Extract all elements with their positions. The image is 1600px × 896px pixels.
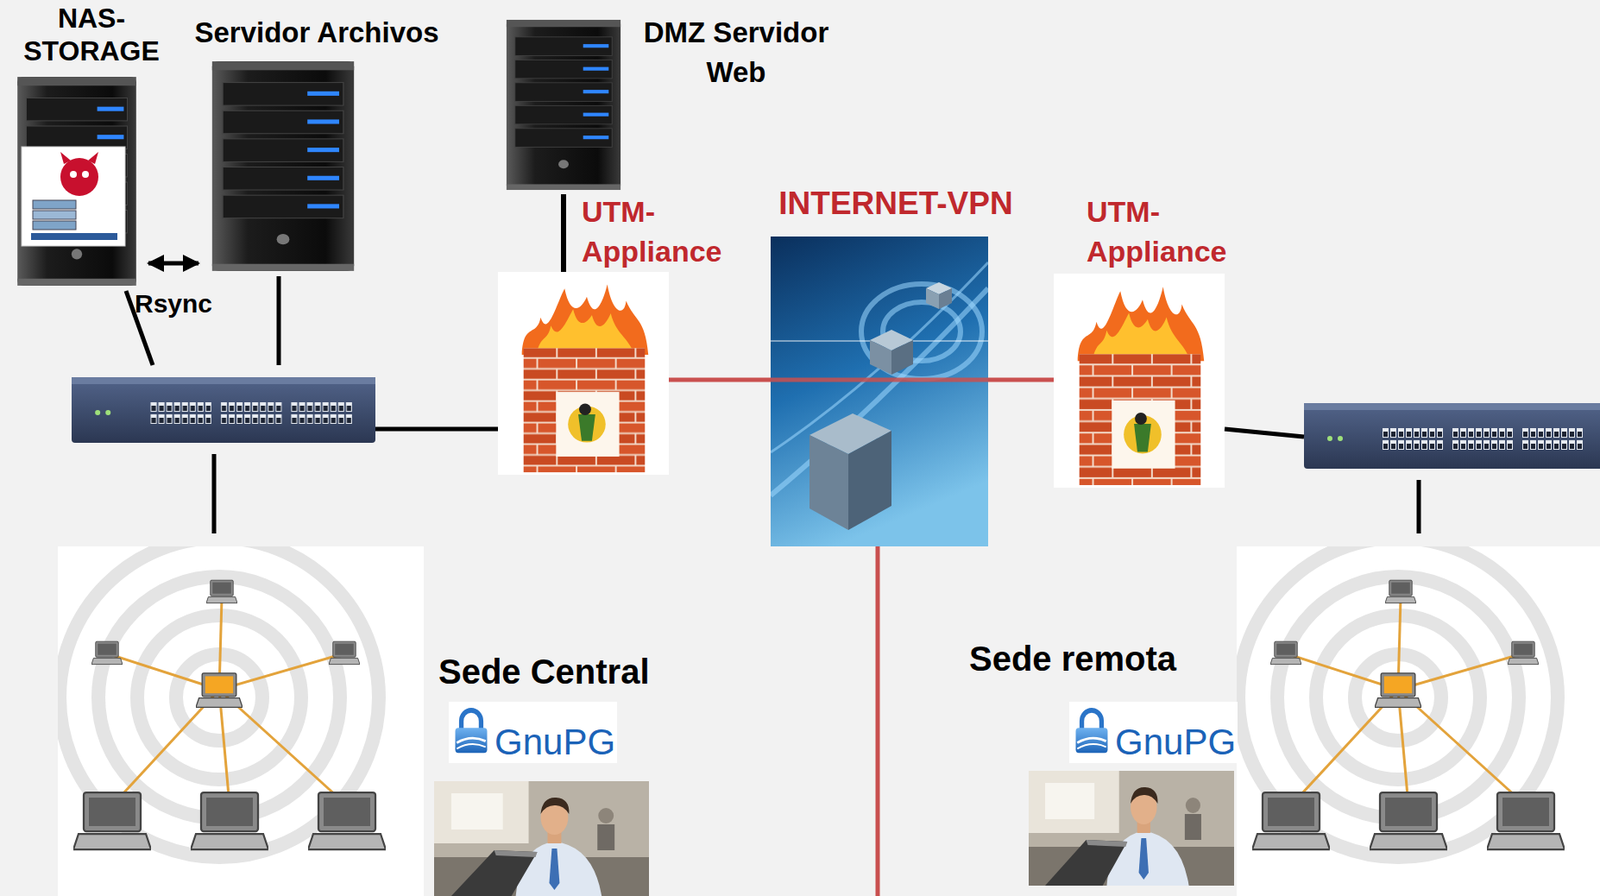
vpn-line — [770, 377, 989, 383]
site-label: Sede Central — [438, 651, 650, 692]
person-photo — [434, 781, 649, 896]
node-label: UTM- Appliance — [1086, 191, 1251, 271]
site-label: Sede remota — [969, 638, 1177, 679]
file-server: Servidor Archivos — [203, 56, 363, 277]
switch-icon — [71, 377, 376, 443]
switch-icon — [1303, 403, 1600, 469]
internet-image — [770, 236, 989, 547]
node-label: NAS- STORAGE — [18, 1, 165, 68]
firewall-icon — [1053, 273, 1225, 488]
logo-ground — [1069, 701, 1238, 763]
connector — [668, 377, 771, 383]
lock-icon — [1076, 710, 1109, 753]
connector — [148, 261, 199, 266]
utm-firewall: UTM- Appliance — [1053, 273, 1225, 488]
firewall-icon — [497, 271, 669, 475]
logo-text: GnuPG — [494, 721, 616, 763]
internet-cloud: INTERNET-VPN — [770, 236, 989, 547]
connector — [560, 194, 567, 272]
freenas-logo — [21, 146, 126, 246]
network-wires — [125, 276, 1419, 534]
edge-label: Rsync — [134, 289, 213, 319]
logo-ground — [448, 701, 618, 763]
lock-icon — [455, 710, 488, 753]
connector — [988, 377, 1054, 383]
node-label: DMZ Servidor Web — [632, 12, 840, 93]
node-label: Servidor Archivos — [194, 15, 439, 51]
server-icon — [17, 76, 137, 286]
logo-text: GnuPG — [1114, 721, 1236, 763]
server-icon — [212, 61, 354, 271]
node-label: INTERNET-VPN — [778, 184, 1013, 223]
node-label: UTM- Appliance — [581, 191, 746, 271]
lan-illustration — [1236, 537, 1600, 896]
server-icon — [506, 19, 621, 190]
utm-firewall: UTM- Appliance — [497, 271, 669, 475]
lan-illustration — [57, 537, 424, 896]
web-server: DMZ Servidor Web — [499, 15, 628, 195]
person-photo — [1028, 770, 1235, 886]
vpn-line — [875, 546, 881, 896]
nas-server: NAS- STORAGE — [10, 71, 144, 291]
